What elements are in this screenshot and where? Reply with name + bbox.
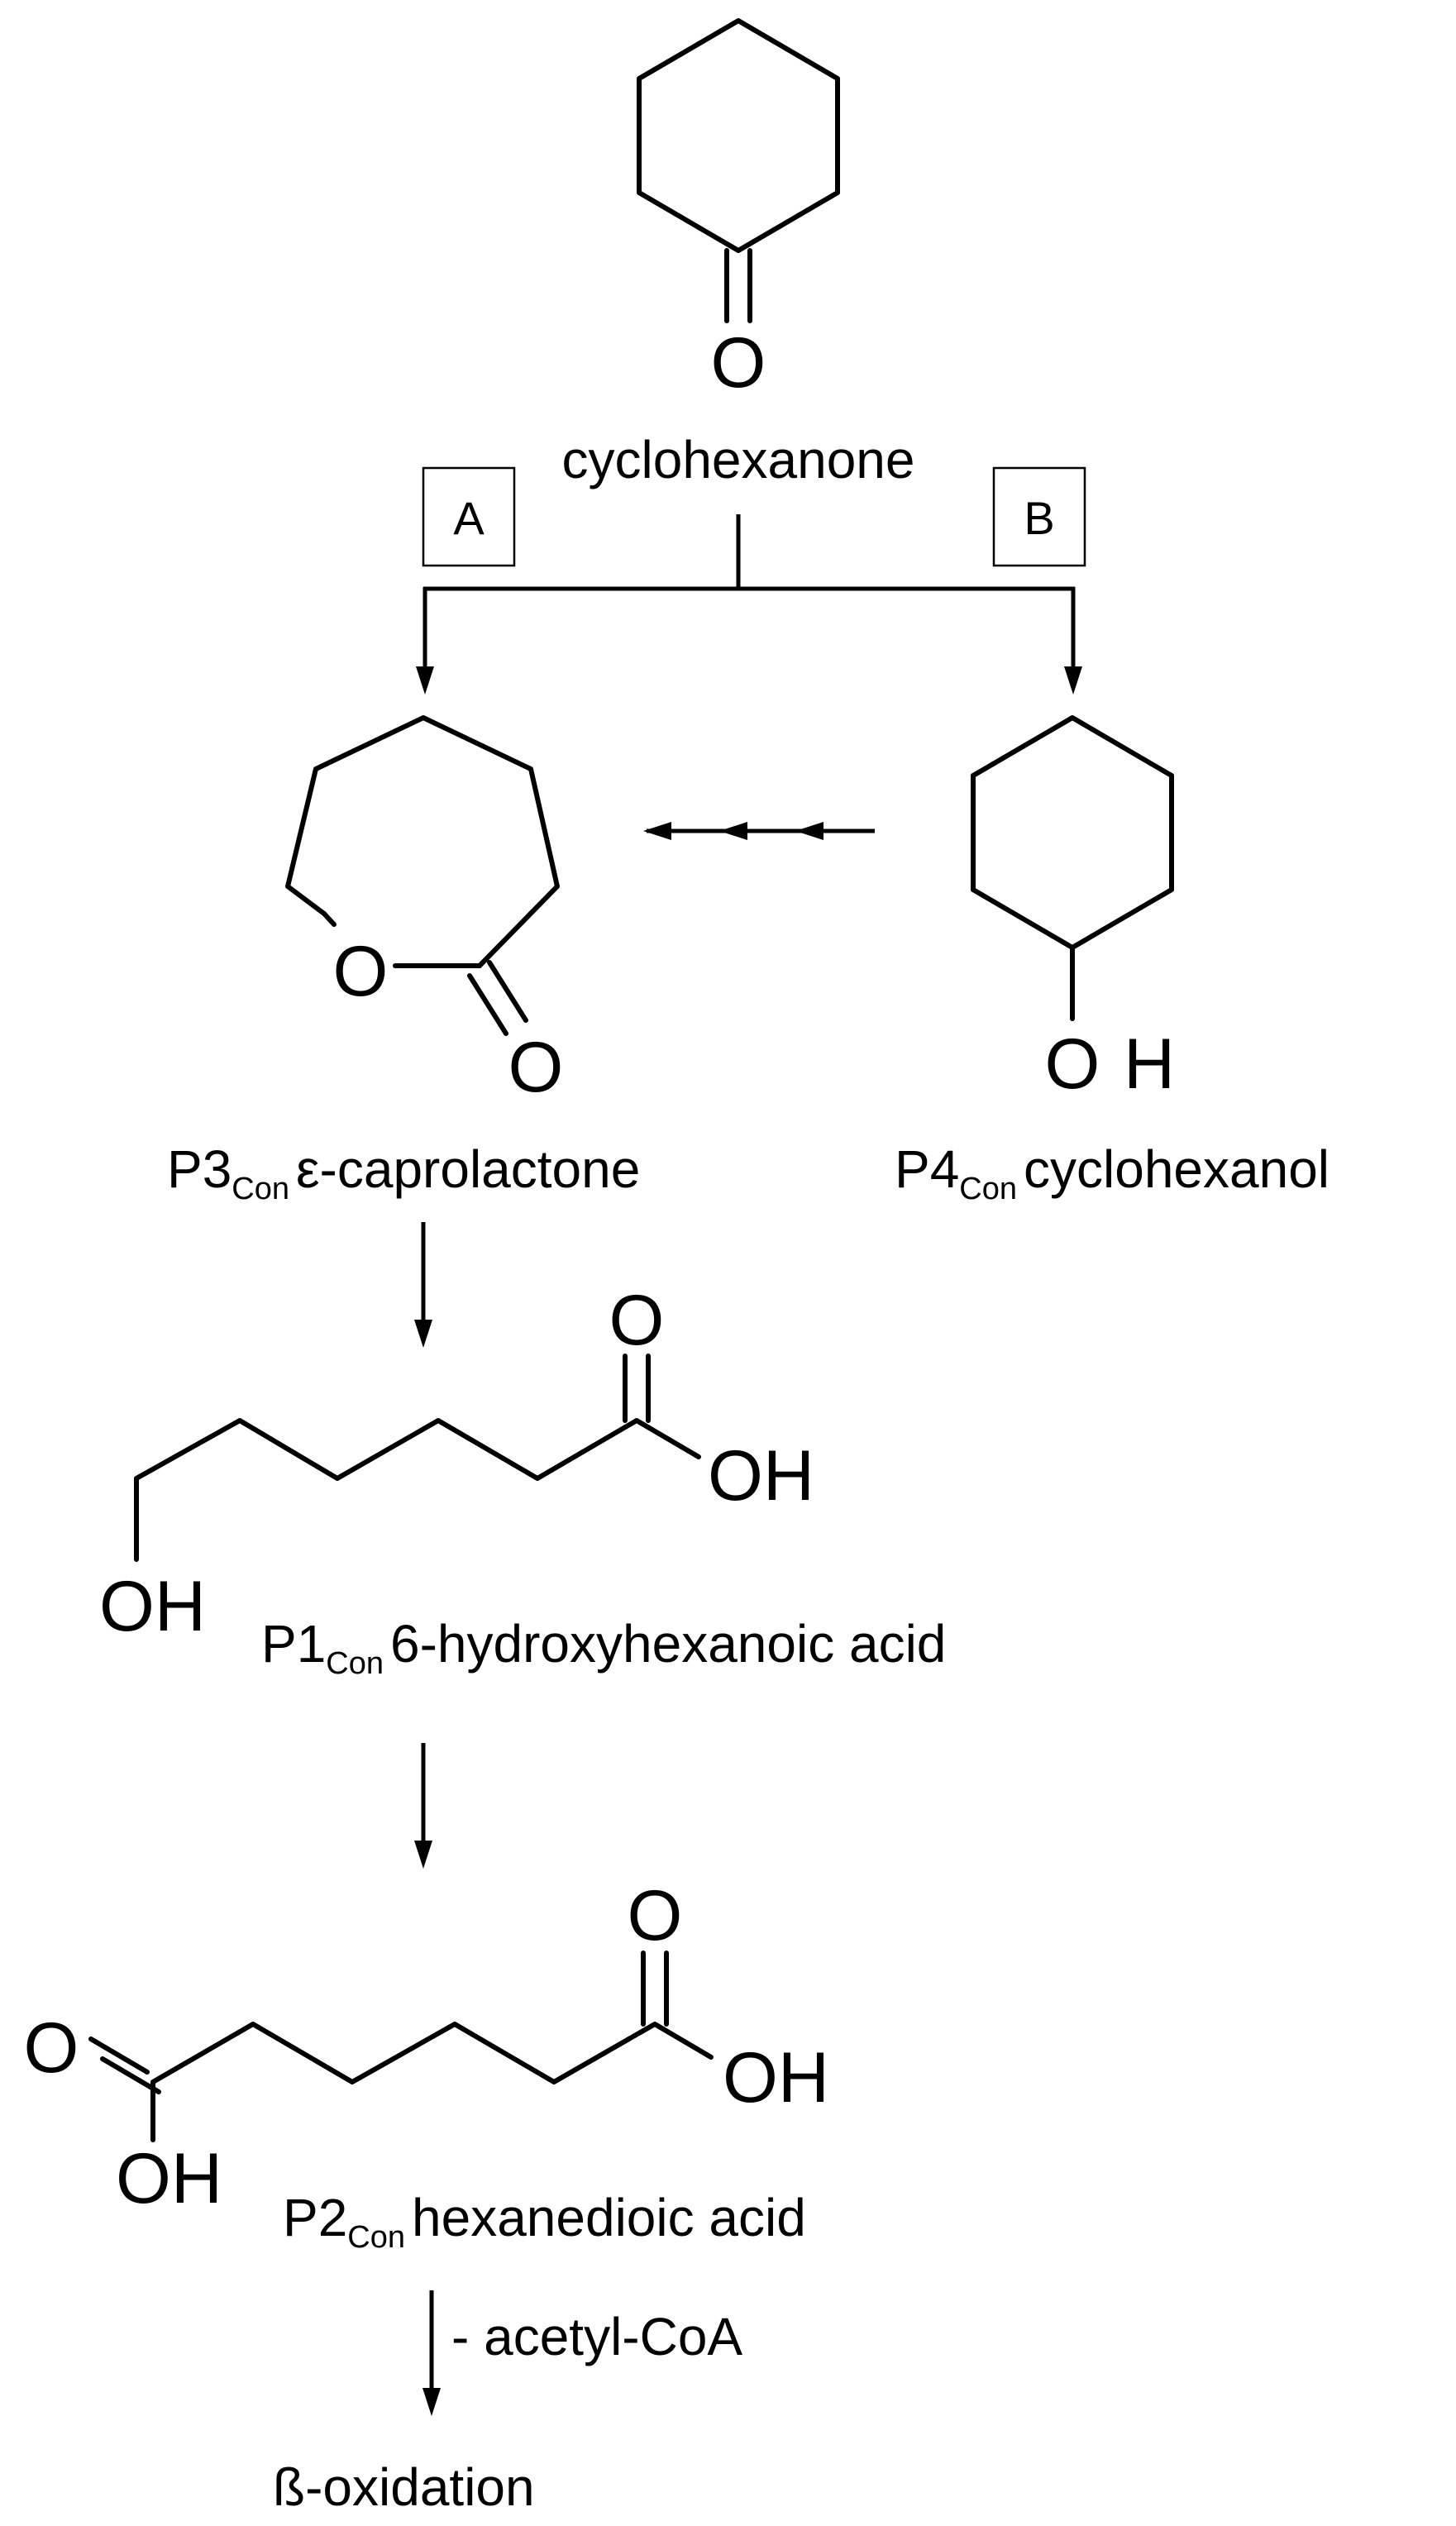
caprolactone-carbonyl-bond-1 xyxy=(467,973,508,1036)
caprolactone-code: P3 xyxy=(167,1139,232,1199)
hexanedioic-left-carbonyl-bond-2 xyxy=(100,2056,161,2094)
caprolactone-ring-o-bond-left xyxy=(322,911,337,927)
cyclohexanone-structure: O xyxy=(637,18,840,403)
multi-arrow-head-1 xyxy=(643,822,671,840)
arrow-head-p2-beta xyxy=(422,2388,441,2416)
cyclohexanone-ring xyxy=(637,18,840,253)
beta-oxidation-label: ß-oxidation xyxy=(273,2457,535,2517)
branch-arrows xyxy=(416,514,1082,695)
hexanedioic-left-carbonyl-oxygen: O xyxy=(24,2008,79,2088)
caprolactone-carbonyl-bond-2 xyxy=(487,960,528,1023)
caprolactone-ring xyxy=(285,715,560,968)
hydroxyhexanoic-terminal-oh: OH xyxy=(99,1567,206,1646)
hexanedioic-right-carbonyl-oxygen: O xyxy=(628,1876,683,1955)
arrow-p3-to-p1 xyxy=(414,1222,432,1348)
multi-arrow-head-2 xyxy=(719,822,747,840)
caprolactone-carbonyl-oxygen: O xyxy=(508,1028,564,1107)
hydroxyhexanoic-name: 6-hydroxyhexanoic acid xyxy=(390,1614,946,1674)
hexanedioic-right-oh: OH xyxy=(723,2038,829,2118)
cyclohexanol-oxygen: O xyxy=(1045,1024,1100,1104)
hydroxyhexanoic-carbonyl-oxygen: O xyxy=(609,1281,665,1360)
multi-step-arrow xyxy=(643,822,875,840)
hydroxyhexanoic-chain xyxy=(134,1418,701,1562)
hydroxyhexanoic-subscript: Con xyxy=(326,1646,384,1681)
hexanedioic-name: hexanedioic acid xyxy=(412,2188,806,2247)
cyclohexanol-subscript: Con xyxy=(959,1172,1017,1206)
hexanedioic-subscript: Con xyxy=(347,2220,405,2255)
hydroxyhexanoic-structure: O OH OH xyxy=(99,1281,814,1646)
hexanedioic-structure: O O OH OH xyxy=(24,1876,829,2218)
acetyl-coa-label: - acetyl-CoA xyxy=(451,2307,742,2366)
cyclohexanol-code: P4 xyxy=(895,1139,959,1199)
pathway-a-box: A xyxy=(422,466,516,567)
pathway-b-label: B xyxy=(1024,492,1054,544)
cyclohexanone-label: cyclohexanone xyxy=(562,430,915,489)
arrow-head-p3-p1 xyxy=(414,1320,432,1348)
caprolactone-ring-oxygen: O xyxy=(333,932,389,1011)
hexanedioic-left-carbonyl-bond-1 xyxy=(88,2037,150,2075)
cyclohexanol-name: cyclohexanol xyxy=(1024,1139,1329,1199)
arrow-head-p1-p2 xyxy=(414,1841,432,1869)
cyclohexanone-oxygen: O xyxy=(711,323,766,403)
caprolactone-subscript: Con xyxy=(232,1172,289,1206)
pathway-a-label: A xyxy=(453,492,485,544)
arrow-p2-to-beta-oxidation xyxy=(422,2290,441,2416)
multi-arrow-head-3 xyxy=(795,822,823,840)
arrow-head-a xyxy=(416,666,434,695)
cyclohexanol-hydrogen: H xyxy=(1124,1024,1175,1104)
hexanedioic-code: P2 xyxy=(283,2188,347,2247)
arrow-head-b xyxy=(1064,666,1082,695)
arrow-p1-to-p2 xyxy=(414,1743,432,1869)
hexanedioic-left-oh: OH xyxy=(116,2139,222,2218)
hydroxyhexanoic-code: P1 xyxy=(261,1614,326,1674)
hexanedioic-chain xyxy=(150,2022,714,2142)
cyclohexanol-structure: O H xyxy=(971,715,1175,1104)
pathway-b-box: B xyxy=(992,466,1086,567)
cyclohexanol-ring xyxy=(971,715,1174,950)
hydroxyhexanoic-acid-oh: OH xyxy=(708,1436,814,1516)
caprolactone-structure: O O xyxy=(285,715,564,1107)
caprolactone-name: ε-caprolactone xyxy=(296,1139,640,1199)
